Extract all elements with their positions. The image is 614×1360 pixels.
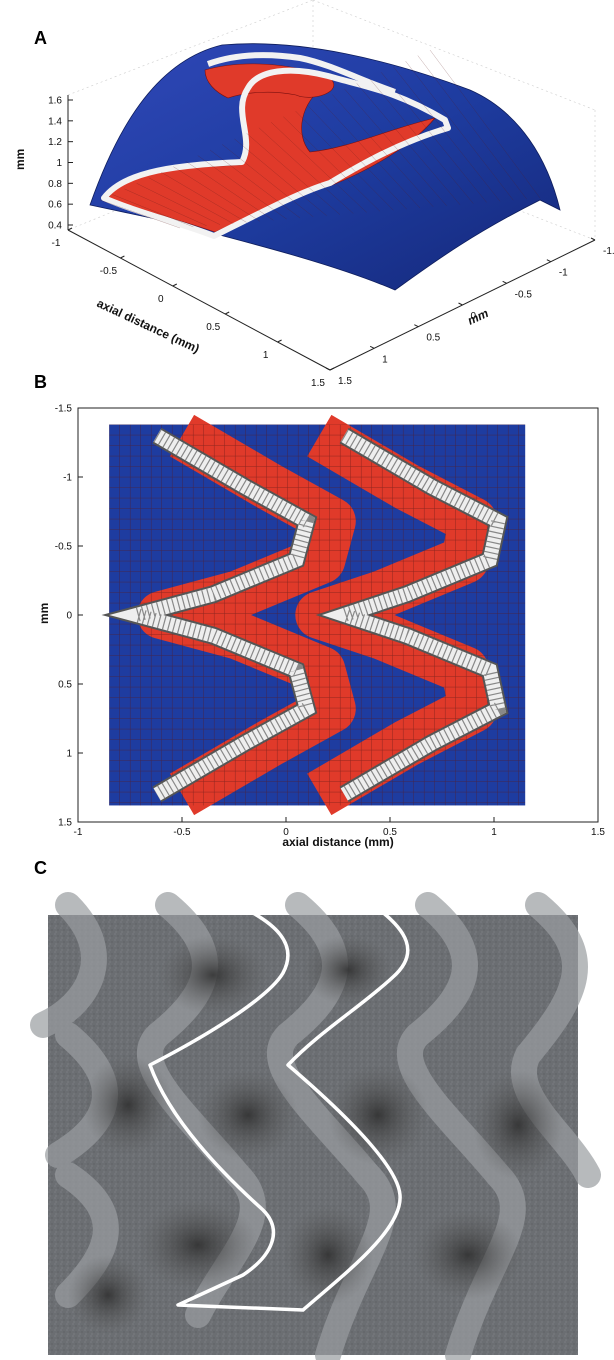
chart-a-x-tickmark xyxy=(67,227,73,231)
chart-a-surface: 0.4 0.6 0.8 1 1.2 1.4 1.6 mm -1 -0.5 0 0.5 1 1.5 ax… xyxy=(13,0,614,389)
chart-b-y-ticklabel: 0 xyxy=(66,611,72,622)
chart-a-y-tickmark xyxy=(325,367,331,371)
chart-a-y-ticklabel: 1 xyxy=(382,354,388,365)
chart-a-y-tickmark xyxy=(502,280,507,284)
chart-a-y-ticklabel: 1.5 xyxy=(338,376,352,387)
chart-b-x-ticklabel: 1 xyxy=(491,827,497,838)
chart-a-z-ticklabel: 1 xyxy=(56,158,62,169)
chart-a-y-ticks: -1.5 -1 -0.5 0 0.5 1 1.5 xyxy=(325,237,614,387)
chart-b-y-ticklabel: -1.5 xyxy=(55,404,73,415)
chart-a-y-ticklabel: -1.5 xyxy=(603,246,614,257)
chart-b-topview: -1 -0.5 0 0.5 1 1.5 -1.5 -1 -0.5 0 0.5 1 1.5 axial … xyxy=(37,404,605,850)
chart-a-z-ticks: 0.4 0.6 0.8 1 1.2 1.4 1.6 xyxy=(48,96,73,232)
chart-b-y-ticklabel: 1 xyxy=(66,749,72,760)
chart-a-zlabel: mm xyxy=(13,149,27,170)
chart-a-y-tickmark xyxy=(590,237,596,241)
chart-b-y-ticklabel: -0.5 xyxy=(55,542,73,553)
chart-a-x-ticklabel: -0.5 xyxy=(100,266,118,277)
chart-a-z-ticklabel: 0.4 xyxy=(48,221,62,232)
chart-a-z-ticklabel: 0.6 xyxy=(48,200,62,211)
chart-a-x-ticklabel: -1 xyxy=(52,238,61,249)
chart-a-z-ticklabel: 0.8 xyxy=(48,179,62,190)
panel-label-b: B xyxy=(34,372,47,392)
chart-a-y-ticklabel: 0 xyxy=(471,311,477,322)
chart-b-x-ticklabel: 0 xyxy=(283,827,289,838)
chart-b-x-ticklabel: -1 xyxy=(74,827,83,838)
chart-a-y-tickmark xyxy=(369,345,375,349)
chart-b-y-ticks: -1.5 -1 -0.5 0 0.5 1 1.5 xyxy=(55,404,83,829)
chart-a-strut-outline xyxy=(101,67,451,239)
chart-b-strut-1 xyxy=(109,429,315,801)
chart-a-strut-outline-top xyxy=(206,52,396,95)
chart-b-x-ticks: -1 -0.5 0 0.5 1 1.5 xyxy=(74,817,605,838)
chart-b-x-ticklabel: -0.5 xyxy=(173,827,191,838)
chart-a-mesh xyxy=(99,49,541,229)
chart-a-x-ticks: -1 -0.5 0 0.5 1 1.5 xyxy=(52,227,335,389)
chart-a-y-tickmark xyxy=(414,324,419,328)
chart-a-x-ticklabel: 1 xyxy=(263,350,269,361)
chart-a-x-tickmark xyxy=(120,255,125,259)
chart-a-y-tickmark xyxy=(458,302,463,306)
chart-b-xlabel: axial distance (mm) xyxy=(282,835,393,849)
chart-a-z-ticklabel: 1.2 xyxy=(48,137,62,148)
chart-a-z-ticklabel: 1.6 xyxy=(48,96,62,107)
chart-a-y-ticklabel: -0.5 xyxy=(515,289,533,300)
panel-label-c: C xyxy=(34,858,47,878)
chart-b-y-ticklabel: 0.5 xyxy=(58,680,72,691)
chart-b-plot-area xyxy=(101,414,526,816)
chart-a-y-ticklabel: 0.5 xyxy=(426,333,440,344)
chart-b-y-ticklabel: -1 xyxy=(63,473,72,484)
chart-a-y-tickmark xyxy=(546,259,552,263)
chart-a-ylabel: mm xyxy=(465,306,491,328)
chart-a-x-ticklabel: 0.5 xyxy=(206,322,220,333)
chart-b-x-ticklabel: 0.5 xyxy=(383,827,397,838)
chart-b-ylabel: mm xyxy=(37,603,51,624)
chart-a-x-ticklabel: 1.5 xyxy=(311,378,325,389)
chart-a-x-tickmark xyxy=(224,311,230,315)
micrograph-strut-outline xyxy=(148,901,410,1312)
panel-label-a: A xyxy=(34,28,47,48)
chart-b-x-ticklabel: 1.5 xyxy=(591,827,605,838)
micrograph-image xyxy=(30,892,601,1360)
chart-a-y-ticklabel: -1 xyxy=(559,268,568,279)
chart-a-x-ticklabel: 0 xyxy=(158,294,164,305)
chart-a-x-tickmark xyxy=(172,283,178,287)
chart-a-x-tickmark xyxy=(277,339,282,343)
chart-b-y-ticklabel: 1.5 xyxy=(58,818,72,829)
chart-a-z-ticklabel: 1.4 xyxy=(48,116,62,127)
chart-a-xlabel: axial distance (mm) xyxy=(95,296,202,356)
chart-a-x-tickmark xyxy=(329,367,335,371)
chart-b-strut-hatch-2 xyxy=(321,429,507,801)
